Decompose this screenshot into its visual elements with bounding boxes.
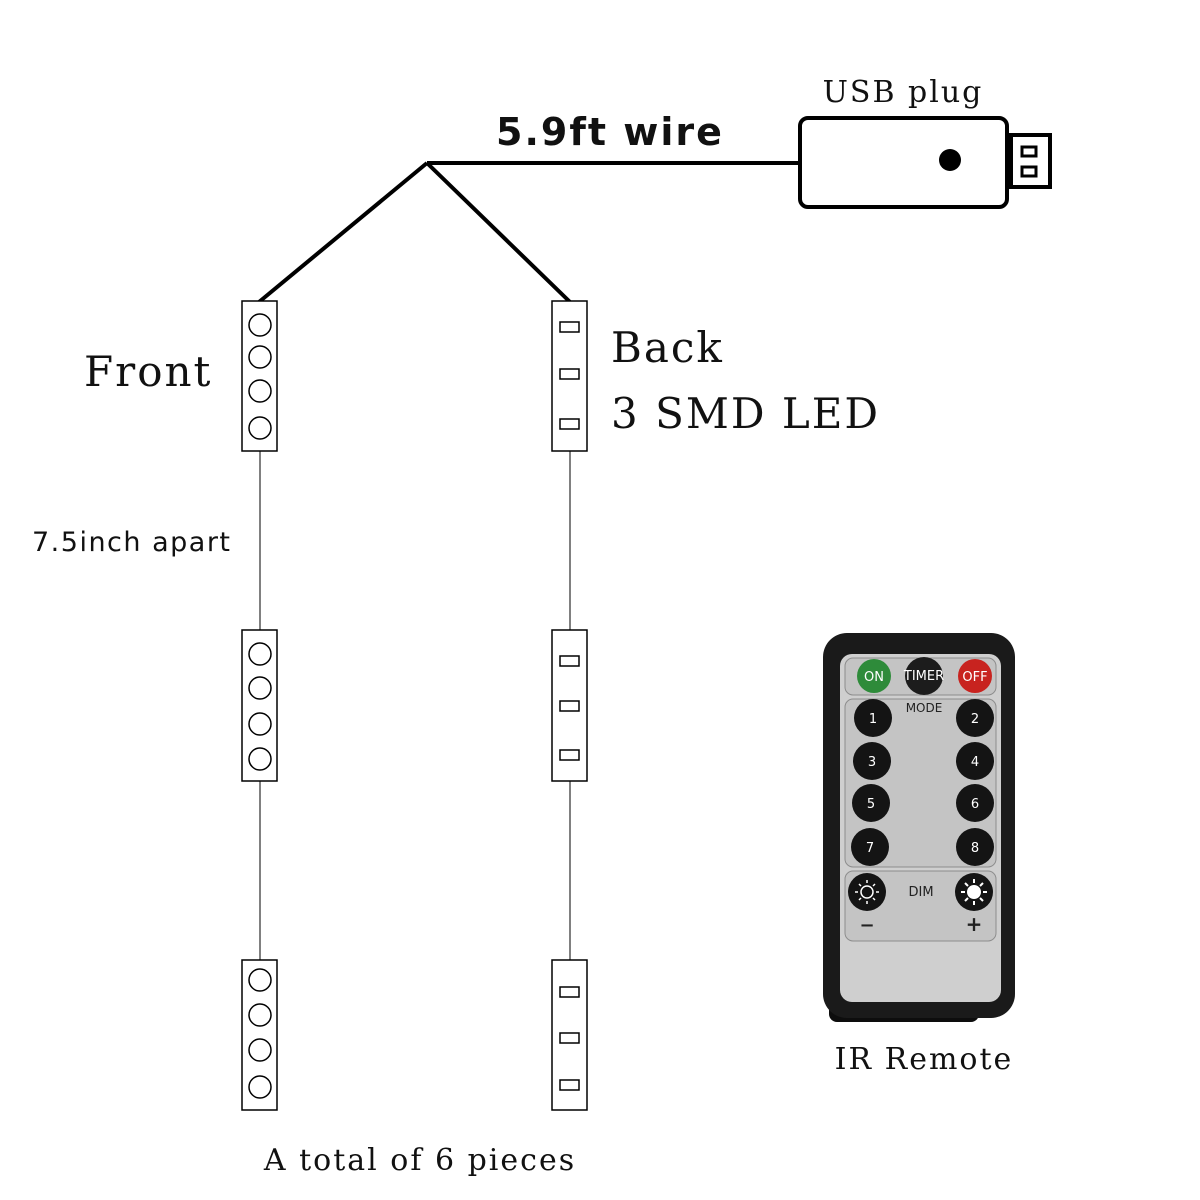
front-label: Front [84, 347, 212, 396]
number-button-4[interactable]: 4 [956, 742, 994, 780]
svg-text:7: 7 [866, 841, 874, 856]
number-button-1[interactable]: 1 [854, 699, 892, 737]
number-button-3[interactable]: 3 [853, 742, 891, 780]
svg-text:4: 4 [971, 755, 979, 770]
dim-plus-label: + [966, 912, 983, 936]
svg-text:8: 8 [971, 841, 979, 856]
ir-remote-label: IR Remote [835, 1042, 1014, 1077]
front-led-piece [241, 300, 278, 452]
smd-led-label: 3 SMD LED [611, 389, 880, 438]
back-label: Back [611, 323, 724, 372]
back-led-piece [551, 959, 588, 1111]
front-led-piece [241, 629, 278, 782]
number-button-7[interactable]: 7 [851, 828, 889, 866]
usb-plug-icon [798, 116, 1052, 209]
front-led-piece [241, 959, 278, 1111]
back-led-piece [551, 629, 588, 782]
spacing-label: 7.5inch apart [32, 527, 232, 558]
sun-icon [855, 880, 879, 904]
main-wire [257, 161, 800, 304]
mode-label: MODE [906, 701, 943, 715]
number-button-6[interactable]: 6 [956, 784, 994, 822]
ir-remote: ON TIMER OFF MODE 1 2 3 4 5 [823, 633, 1015, 1022]
dim-up-button[interactable] [955, 873, 993, 911]
usb-plug-label: USB plug [823, 75, 984, 110]
svg-text:6: 6 [971, 797, 979, 812]
timer-button[interactable]: TIMER [903, 657, 944, 695]
off-button[interactable]: OFF [958, 659, 992, 693]
on-button[interactable]: ON [857, 659, 891, 693]
svg-text:TIMER: TIMER [903, 669, 944, 684]
sun-bright-icon [961, 879, 987, 905]
number-button-2[interactable]: 2 [956, 699, 994, 737]
dim-down-button[interactable] [848, 873, 886, 911]
connecting-wires [259, 451, 571, 960]
wire-length-label: 5.9ft wire [496, 110, 724, 154]
svg-text:OFF: OFF [962, 670, 987, 685]
number-button-8[interactable]: 8 [956, 828, 994, 866]
number-button-5[interactable]: 5 [852, 784, 890, 822]
svg-text:ON: ON [864, 670, 884, 685]
svg-text:5: 5 [867, 797, 875, 812]
svg-text:2: 2 [971, 712, 979, 727]
back-led-piece [551, 300, 588, 452]
svg-text:3: 3 [868, 755, 876, 770]
svg-text:1: 1 [869, 712, 877, 727]
total-pieces-label: A total of 6 pieces [263, 1143, 576, 1178]
dim-label: DIM [908, 885, 933, 900]
dim-minus-label: − [859, 915, 874, 936]
